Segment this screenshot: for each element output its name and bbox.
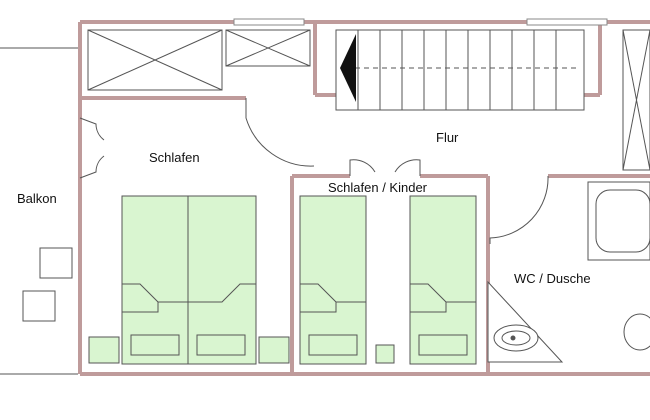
nightstand xyxy=(375,344,395,364)
room-label-wc: WC / Dusche xyxy=(514,271,591,286)
room-label-flur: Flur xyxy=(436,130,459,145)
doors xyxy=(79,98,549,244)
pillow xyxy=(418,334,468,356)
washbasin-bowl xyxy=(501,330,531,346)
bathroom-fixtures xyxy=(487,181,650,363)
staircase xyxy=(335,29,585,111)
nightstand xyxy=(258,336,290,364)
toilet xyxy=(623,313,650,351)
balcony-door xyxy=(79,155,105,179)
balcony-chair xyxy=(39,247,73,279)
window xyxy=(233,18,305,26)
balcony xyxy=(0,47,78,375)
room-label-balkon: Balkon xyxy=(17,191,57,206)
room-label-schlafen: Schlafen xyxy=(149,150,200,165)
kids-room-door xyxy=(394,159,421,176)
pillow xyxy=(196,334,246,356)
stair-arrow-icon xyxy=(340,34,356,102)
bedroom-door xyxy=(245,98,315,167)
windows xyxy=(233,18,608,26)
drain-icon xyxy=(510,335,516,341)
window xyxy=(526,18,608,26)
double-bed xyxy=(88,195,290,365)
wardrobes xyxy=(87,29,650,171)
pillow xyxy=(130,334,180,356)
bathroom-door xyxy=(489,175,549,244)
kids-room-door xyxy=(349,159,376,176)
walls xyxy=(78,20,650,376)
pillow xyxy=(308,334,358,356)
room-label-kinder: Schlafen / Kinder xyxy=(328,180,428,195)
balcony-chair xyxy=(22,290,56,322)
kids-beds xyxy=(299,195,477,365)
bathtub-basin xyxy=(595,189,650,253)
balcony-door xyxy=(79,117,105,141)
nightstand xyxy=(88,336,120,364)
